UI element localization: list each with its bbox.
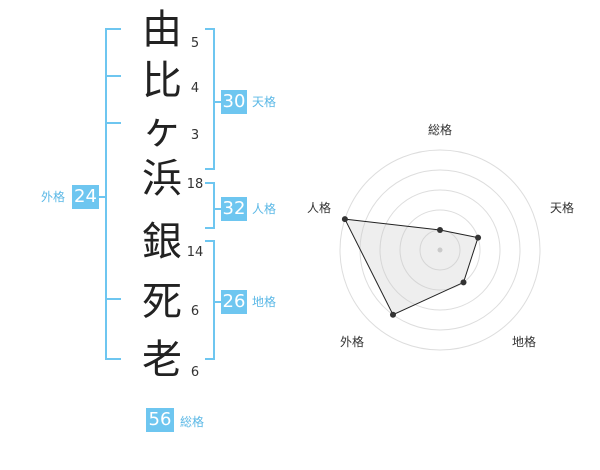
tenkaku-value: 30	[221, 90, 247, 114]
soukaku-value: 56	[146, 408, 174, 432]
name-char-1: 由	[142, 7, 182, 53]
radar-label-soukaku: 総格	[427, 123, 452, 137]
radar-label-tenkaku: 天格	[549, 201, 574, 215]
name-char-2: 比	[142, 58, 182, 104]
stroke-count-4: 18	[186, 177, 204, 192]
radar-center	[437, 247, 443, 253]
radar-polygon	[344, 218, 479, 316]
name-char-4: 浜	[142, 156, 182, 202]
radar-point	[475, 234, 482, 241]
soukaku-label: 総格	[180, 415, 205, 429]
tenkaku-label: 天格	[252, 95, 277, 109]
stroke-count-1: 5	[190, 36, 200, 51]
name-char-6: 死	[142, 279, 182, 325]
radar-label-jinkaku: 人格	[306, 201, 331, 215]
radar-label-chikaku: 地格	[511, 335, 536, 349]
name-char-3: ヶ	[142, 107, 182, 153]
stroke-count-6: 6	[190, 304, 200, 319]
gaikaku-value: 24	[72, 185, 99, 209]
radar-ring	[339, 149, 541, 351]
radar-label-gaikaku: 外格	[339, 335, 364, 349]
radar-chart	[339, 149, 541, 351]
name-char-7: 老	[142, 337, 182, 383]
stroke-count-3: 3	[190, 128, 200, 143]
gaikaku-label: 外格	[41, 190, 66, 204]
radar-ring	[399, 209, 481, 291]
chikaku-value: 26	[221, 290, 247, 314]
radar-point	[341, 216, 348, 223]
chikaku-label: 地格	[252, 295, 277, 309]
jinkaku-label: 人格	[252, 202, 277, 216]
jinkaku-value: 32	[221, 197, 247, 221]
radar-point	[437, 227, 443, 233]
radar-point	[389, 311, 396, 318]
name-char-5: 銀	[142, 219, 182, 265]
stroke-count-7: 6	[190, 365, 200, 380]
stroke-count-5: 14	[186, 245, 204, 260]
radar-rings	[339, 149, 541, 351]
radar-ring	[379, 189, 501, 311]
stroke-count-2: 4	[190, 81, 200, 96]
radar-point	[460, 279, 467, 286]
